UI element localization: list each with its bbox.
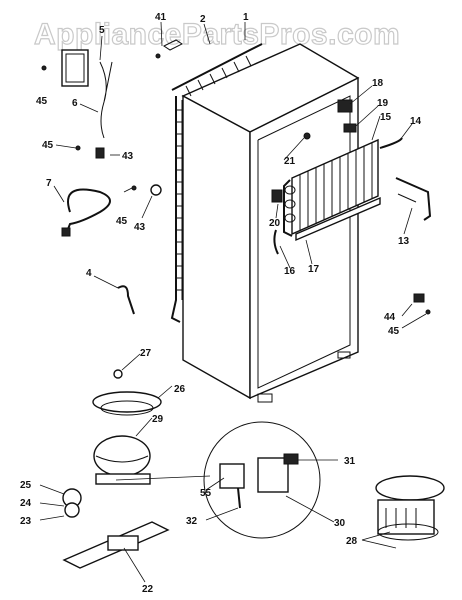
relay-detail	[203, 421, 321, 539]
compressor-29	[93, 435, 151, 485]
callout-16: 16	[284, 266, 296, 277]
callout-45-b: 45	[42, 140, 54, 151]
callout-28: 28	[346, 536, 358, 547]
callout-30: 30	[334, 518, 346, 529]
callout-21: 21	[284, 156, 296, 167]
condenser	[283, 138, 381, 242]
bracket-41	[163, 39, 183, 51]
refrigerator-cabinet	[181, 43, 360, 403]
callout-31: 31	[344, 456, 356, 467]
watermark: AppliancePartsPros.com	[34, 18, 400, 51]
callout-24: 24	[20, 498, 32, 509]
leader-lines	[39, 21, 427, 583]
callout-29: 29	[152, 414, 164, 425]
part-43a	[95, 147, 105, 159]
bracket-4	[117, 285, 135, 315]
callout-2: 2	[200, 14, 206, 25]
callout-26: 26	[174, 384, 186, 395]
callout-55: 55	[200, 488, 212, 499]
callout-labels: 1 2 41 5 45 6 45 43 7 45 43 4 18 19 15 1…	[20, 12, 422, 595]
callout-1: 1	[243, 12, 249, 23]
callout-45-d: 45	[388, 326, 400, 337]
callout-7: 7	[46, 178, 52, 189]
callout-17: 17	[308, 264, 320, 275]
part-44	[413, 293, 425, 303]
wire-16	[273, 229, 279, 255]
callout-18: 18	[372, 78, 384, 89]
part-18	[337, 99, 353, 113]
part-43b	[150, 184, 162, 196]
callout-13: 13	[398, 236, 410, 247]
power-cord-7	[65, 188, 111, 235]
callout-20: 20	[269, 218, 281, 229]
part-27	[113, 369, 123, 379]
callout-25: 25	[20, 480, 32, 491]
callout-6: 6	[72, 98, 78, 109]
tube-13	[395, 177, 432, 221]
part-20	[271, 189, 283, 203]
callout-44: 44	[384, 312, 396, 323]
part-19	[343, 123, 357, 133]
callout-41: 41	[155, 12, 167, 23]
condenser-loop	[170, 43, 263, 323]
harness-6	[99, 61, 113, 139]
tube-14	[379, 137, 403, 149]
callout-43-a: 43	[122, 151, 134, 162]
callout-19: 19	[377, 98, 389, 109]
callout-43-b: 43	[134, 222, 146, 233]
callout-14: 14	[410, 116, 422, 127]
callout-45-a: 45	[36, 96, 48, 107]
callout-27: 27	[140, 348, 152, 359]
callout-23: 23	[20, 516, 32, 527]
part-21	[303, 132, 311, 140]
grommet-23-24-25	[62, 488, 82, 518]
compressor-28	[375, 475, 445, 541]
callout-32: 32	[186, 516, 198, 527]
callout-45-c: 45	[116, 216, 128, 227]
callout-22: 22	[142, 584, 154, 595]
callout-15: 15	[380, 112, 392, 123]
callout-5: 5	[99, 25, 105, 36]
drain-pan-26	[92, 391, 162, 416]
mounting-plate-22	[62, 521, 170, 569]
callout-4: 4	[86, 268, 92, 279]
